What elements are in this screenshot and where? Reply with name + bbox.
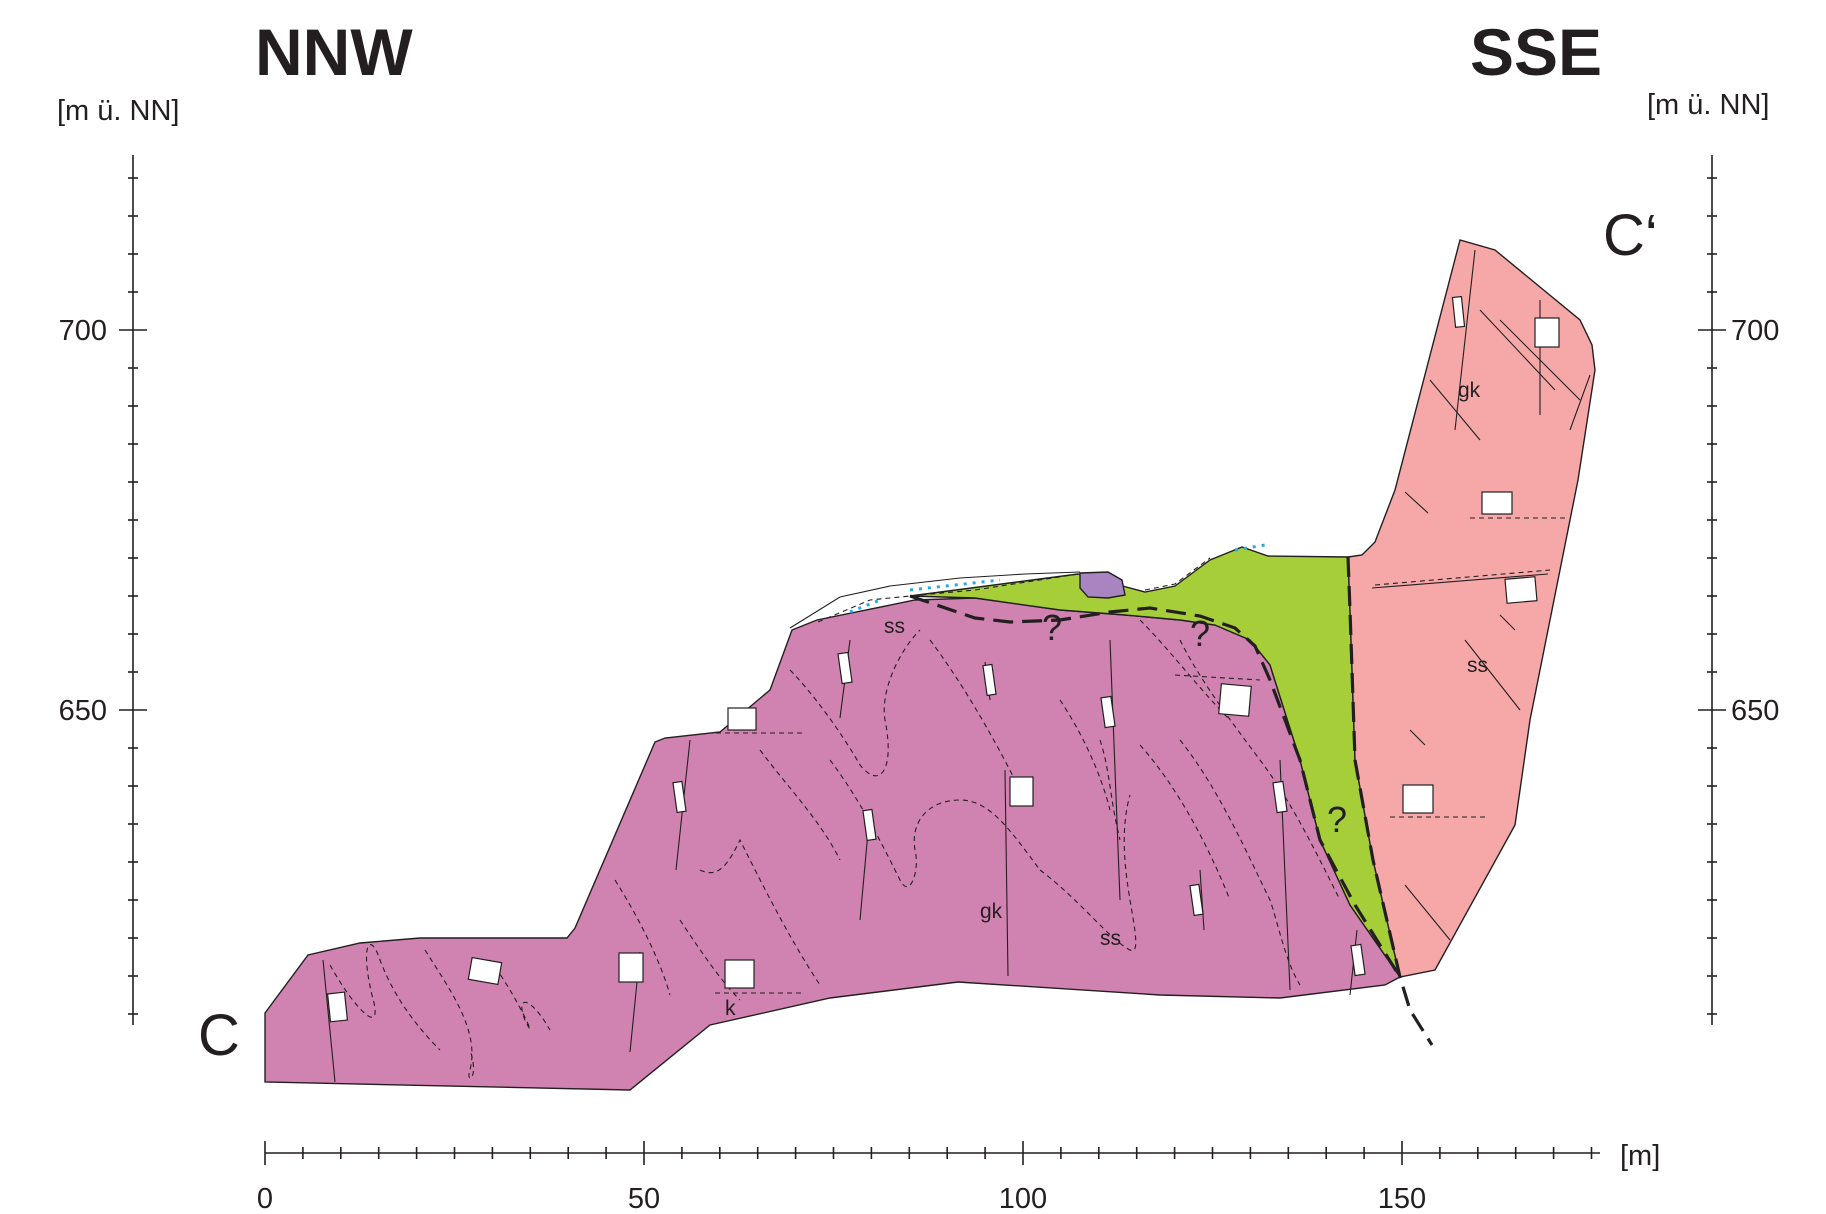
unit-label-gk-right: gk bbox=[1458, 379, 1481, 402]
surface-deposit-top bbox=[789, 571, 1081, 629]
uncertain-mark-1: ? bbox=[1042, 607, 1062, 648]
surface-deposit-base bbox=[817, 573, 1079, 623]
water-marks bbox=[849, 543, 1266, 614]
distance-unit: [m] bbox=[1620, 1140, 1660, 1172]
right-tick-label-650: 650 bbox=[1731, 695, 1779, 727]
distance-tick-label-150: 150 bbox=[1378, 1183, 1426, 1214]
surface-deposit-right bbox=[1144, 557, 1211, 591]
distance-tick-label-0: 0 bbox=[257, 1183, 273, 1214]
left-elevation-unit: [m ü. NN] bbox=[57, 95, 179, 127]
distance-axis bbox=[264, 1141, 1600, 1165]
right-elevation-unit: [m ü. NN] bbox=[1647, 89, 1769, 121]
direction-nnw: NNW bbox=[255, 15, 413, 89]
distance-tick-label-100: 100 bbox=[999, 1183, 1047, 1214]
unit-label-k-left: k bbox=[725, 997, 736, 1020]
uncertain-mark-2: ? bbox=[1190, 613, 1210, 654]
right-tick-label-700: 700 bbox=[1731, 315, 1779, 347]
contact-fault-right bbox=[1346, 556, 1434, 1046]
unit-label-ss-middle: ss bbox=[1100, 927, 1121, 950]
uncertain-mark-3: ? bbox=[1327, 799, 1347, 840]
fold-traces bbox=[329, 619, 1341, 1079]
distance-tick-label-50: 50 bbox=[628, 1183, 660, 1214]
right-elevation-axis bbox=[1698, 155, 1726, 1025]
unit-magenta-body bbox=[264, 597, 1402, 1091]
orientation-symbols bbox=[326, 295, 1565, 1023]
left-tick-label-650: 650 bbox=[59, 695, 107, 727]
unit-label-gk-middle: gk bbox=[980, 900, 1003, 923]
direction-sse: SSE bbox=[1470, 15, 1602, 89]
unit-label-ss-right: ss bbox=[1467, 654, 1488, 677]
section-start-label: C bbox=[198, 1003, 240, 1068]
unit-pink-body bbox=[1347, 239, 1596, 978]
left-tick-label-700: 700 bbox=[59, 315, 107, 347]
unit-violet-lens bbox=[1079, 571, 1126, 599]
left-elevation-axis bbox=[119, 155, 147, 1025]
section-end-label: C‘ bbox=[1603, 203, 1658, 268]
unit-label-ss-top: ss bbox=[884, 615, 905, 638]
